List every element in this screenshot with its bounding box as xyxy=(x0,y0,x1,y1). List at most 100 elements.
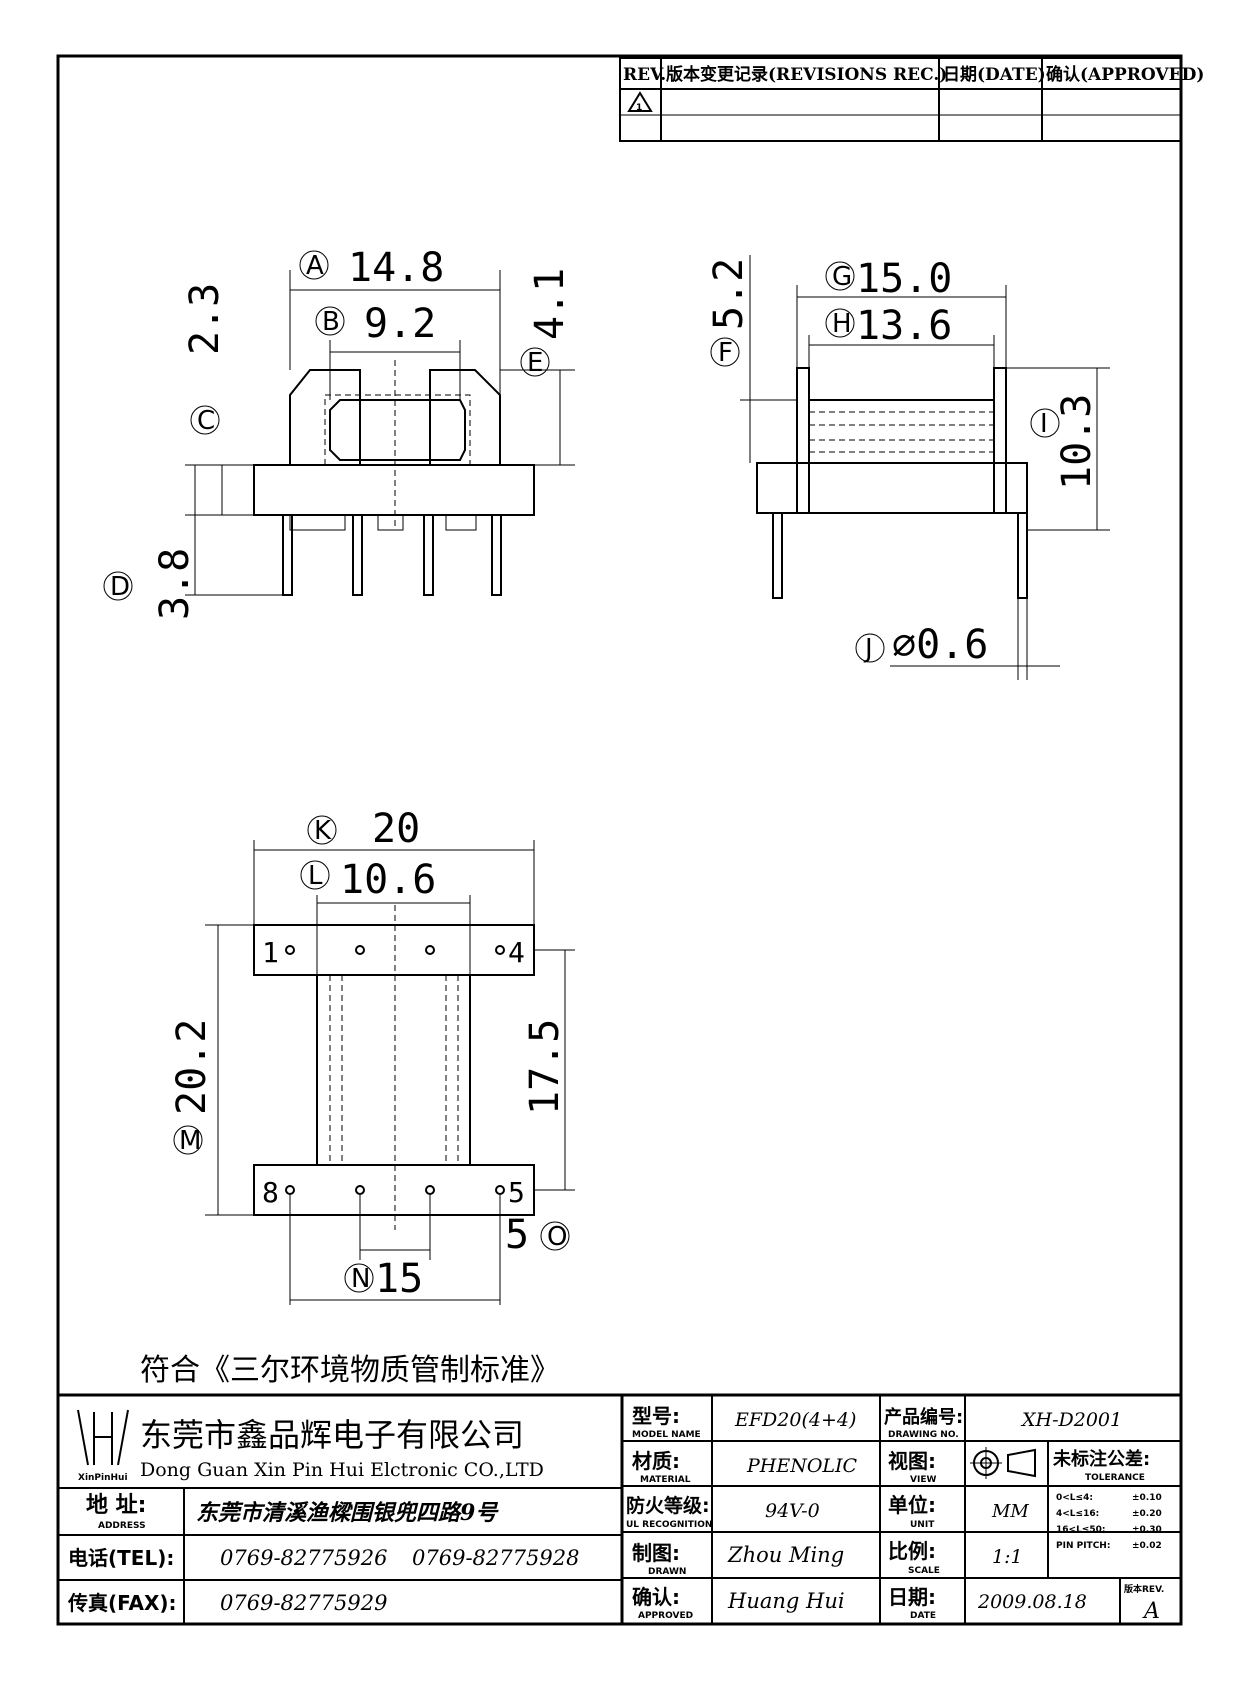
company-logo: XinPinHui xyxy=(77,1409,129,1483)
approved-value: Huang Hui xyxy=(727,1589,845,1613)
flame-value: 94V-0 xyxy=(765,1500,820,1522)
drawn-value: Zhou Ming xyxy=(727,1543,844,1567)
date-label: 日期: xyxy=(888,1585,936,1609)
bottom-view: 1 4 8 5 K 20 L 10.6 M 20.2 17.5 5 xyxy=(169,806,575,1305)
view-label-en: VIEW xyxy=(910,1475,936,1485)
tolerance-label-en: TOLERANCE xyxy=(1085,1473,1145,1483)
flame-label: 防火等级: xyxy=(626,1494,710,1517)
tol-value-4: ±0.02 xyxy=(1132,1541,1162,1551)
pin-1-label: 1 xyxy=(262,936,279,969)
material-label: 材质: xyxy=(632,1449,680,1473)
rev-mark: 1 xyxy=(636,103,642,113)
dim-n-value: 15 xyxy=(375,1256,423,1302)
dim-c-value: 2.3 xyxy=(182,283,228,355)
title-block: XinPinHui 东莞市鑫品辉电子有限公司 Dong Guan Xin Pin… xyxy=(56,1393,1183,1626)
revisions-header: 版本变更记录(REVISIONS REC.) xyxy=(666,64,947,85)
dim-h-label: H xyxy=(832,309,852,339)
dim-f-label: F xyxy=(718,338,733,368)
tol-value-3: ±0.30 xyxy=(1132,1525,1162,1535)
scale-label: 比例: xyxy=(888,1539,936,1563)
fax-label: 传真(FAX): xyxy=(67,1591,177,1615)
version-label: 版本REV. xyxy=(1123,1583,1164,1595)
dim-g-value: 15.0 xyxy=(856,256,952,302)
dim-h-value: 13.6 xyxy=(856,303,952,349)
scale-label-en: SCALE xyxy=(908,1566,940,1576)
dim-a-value: 14.8 xyxy=(348,245,444,291)
compliance-note: 符合《三尔环境物质管制标准》 xyxy=(140,1353,560,1388)
dim-d-label: D xyxy=(110,572,130,602)
scale-value: 1:1 xyxy=(992,1546,1023,1568)
tol-value-2: ±0.20 xyxy=(1132,1509,1162,1519)
tol-value-1: ±0.10 xyxy=(1132,1493,1162,1503)
approved-label-en: APPROVED xyxy=(638,1611,693,1621)
dim-e-value: 4.1 xyxy=(527,268,573,340)
drawing-no-label-en: DRAWING NO. xyxy=(888,1430,959,1440)
svg-text:XinPinHui: XinPinHui xyxy=(78,1473,128,1483)
dim-c-label: C xyxy=(197,406,215,436)
unit-label-en: UNIT xyxy=(910,1520,935,1530)
dim-f-value: 5.2 xyxy=(706,258,752,330)
dim-l-label: L xyxy=(308,861,323,891)
drawing-no-label: 产品编号: xyxy=(884,1406,963,1428)
unit-value: MM xyxy=(991,1501,1029,1522)
dim-b-label: B xyxy=(322,307,340,337)
flame-label-en: UL RECOGNITION xyxy=(626,1520,712,1530)
dim-o-label: O xyxy=(547,1222,567,1252)
tol-range-2: 4<L≤16: xyxy=(1056,1509,1099,1519)
tol-range-3: 16<L≤50: xyxy=(1056,1525,1105,1535)
top-view-pins xyxy=(282,514,502,596)
revision-table: REV. 版本变更记录(REVISIONS REC.) 日期(DATE) 确认(… xyxy=(619,57,1204,142)
view-label: 视图: xyxy=(888,1449,936,1473)
dim-l-value: 10.6 xyxy=(340,857,436,903)
model-label: 型号: xyxy=(632,1404,680,1428)
address-label-en: ADDRESS xyxy=(98,1521,146,1531)
approved-header: 确认(APPROVED) xyxy=(1046,64,1204,85)
dim-k-value: 20 xyxy=(372,806,420,852)
bottom-view-pin-holes xyxy=(285,945,505,1195)
tol-range-4: PIN PITCH: xyxy=(1056,1541,1110,1551)
material-label-en: MATERIAL xyxy=(640,1475,691,1485)
model-value: EFD20(4+4) xyxy=(734,1409,856,1431)
date-value: 2009.08.18 xyxy=(977,1591,1087,1613)
revision-triangle-icon xyxy=(627,91,653,112)
dim-n-label: N xyxy=(351,1264,370,1294)
dim-17-5-value: 17.5 xyxy=(522,1019,568,1115)
drawn-label-en: DRAWN xyxy=(648,1567,686,1577)
address-label: 地 址: xyxy=(86,1493,146,1518)
dim-m-label: M xyxy=(179,1126,201,1156)
approved-label: 确认: xyxy=(632,1585,680,1609)
projection-symbol-icon xyxy=(970,1447,1036,1479)
drawn-label: 制图: xyxy=(632,1541,680,1565)
top-view: A 14.8 B 9.2 C 2.3 D 3.8 E 4.1 xyxy=(103,245,575,620)
side-view: F 5.2 G 15.0 H 13.6 I 10.3 J ⌀0.6 xyxy=(706,255,1110,680)
dim-e-label: E xyxy=(527,348,543,378)
tel-value-1: 0769-82775926 xyxy=(220,1546,387,1570)
dim-i-value: 10.3 xyxy=(1054,394,1100,490)
tol-range-1: 0<L≤4: xyxy=(1056,1493,1093,1503)
dim-k-label: K xyxy=(314,816,332,846)
version-value: A xyxy=(1142,1599,1160,1624)
date-label-en: DATE xyxy=(910,1611,936,1621)
material-value: PHENOLIC xyxy=(746,1455,858,1477)
fax-value: 0769-82775929 xyxy=(220,1591,387,1615)
tel-label: 电话(TEL): xyxy=(68,1546,174,1570)
dim-o-value: 5 xyxy=(505,1212,529,1258)
dim-j-label: J xyxy=(863,634,873,664)
unit-label: 单位: xyxy=(888,1493,936,1517)
dim-b-value: 9.2 xyxy=(364,301,436,347)
pin-8-label: 8 xyxy=(262,1176,279,1209)
rev-header: REV. xyxy=(623,65,666,85)
pin-4-label: 4 xyxy=(508,936,525,969)
dim-m-value: 20.2 xyxy=(169,1019,215,1115)
dim-j-value: ⌀0.6 xyxy=(892,622,988,668)
dim-i-label: I xyxy=(1040,409,1048,439)
dim-a-label: A xyxy=(306,251,324,281)
tolerance-label: 未标注公差: xyxy=(1053,1448,1150,1470)
dim-d-value: 3.8 xyxy=(152,548,198,620)
dim-g-label: G xyxy=(832,262,852,292)
model-label-en: MODEL NAME xyxy=(632,1430,701,1440)
company-name-cn: 东莞市鑫品辉电子有限公司 xyxy=(140,1416,524,1454)
tel-value-2: 0769-82775928 xyxy=(412,1546,579,1570)
date-header: 日期(DATE) xyxy=(943,65,1046,85)
